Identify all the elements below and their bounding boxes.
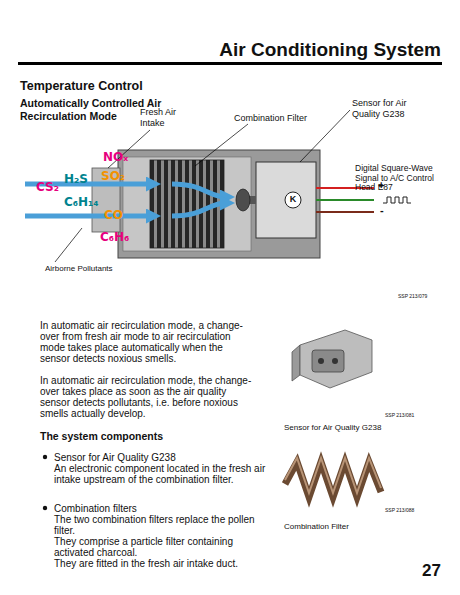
figure-code: SSP 213/079 (398, 293, 427, 299)
page-title: Air Conditioning System (219, 38, 441, 61)
pollutant-formula: H₂S (64, 172, 88, 186)
callout-label: Combination Filter (234, 113, 307, 124)
wire-negative (316, 211, 374, 213)
subheading: The system components (40, 430, 163, 443)
air-flow-arrow (172, 184, 226, 197)
callout-label: Sensor for Air Quality G238 (352, 98, 434, 119)
figure-code: SSP 213/081 (385, 412, 414, 418)
leader-line (55, 228, 82, 262)
polarity-sign: + (378, 179, 384, 192)
body-text: The two combination filters replace the … (54, 514, 266, 536)
figure-caption: Sensor for Air Quality G238 (284, 423, 381, 433)
pollutant-formula: C₆H₁₄ (64, 195, 99, 209)
bullet-dot (43, 455, 47, 459)
square-wave-symbol (383, 197, 411, 203)
leader-line (195, 124, 248, 166)
sensor-photo-pin (332, 358, 338, 364)
sensor-box (256, 162, 316, 238)
filter-housing (118, 150, 320, 258)
callout-label: Fresh Air Intake (140, 107, 198, 128)
leader-line (300, 110, 350, 162)
pollutant-formula: CO (104, 208, 123, 222)
sensor-symbol: K (287, 194, 299, 205)
sensor-photo-body (300, 330, 372, 388)
callout-label: Airborne Pollutants (45, 264, 113, 274)
pollutant-formula: C₆H₆ (100, 230, 129, 244)
bullet-heading: Combination filters (54, 503, 269, 514)
sensor-photo-tab (292, 345, 300, 381)
signal-label: Digital Square-Wave Signal to A/C Contro… (355, 164, 445, 193)
bullet-heading: Sensor for Air Quality G238 (54, 452, 269, 463)
pollutant-formula: NOₓ (103, 150, 128, 164)
pollutant-formula: CS₂ (36, 180, 59, 194)
body-text: They comprise a particle filter containi… (54, 536, 266, 558)
housing-chamber (123, 157, 251, 251)
section-heading: Temperature Control (20, 79, 143, 94)
filter-photo-edge (285, 458, 381, 493)
bullet-dot (43, 506, 47, 510)
page-number: 27 (422, 561, 441, 581)
sensor-element (236, 189, 250, 211)
air-flow-arrow (25, 214, 152, 219)
sensor-photo-plug (312, 350, 344, 372)
body-text: An electronic component located in the f… (54, 463, 266, 485)
body-text: They are fitted in the fresh air intake … (54, 558, 266, 569)
wire-signal (316, 199, 374, 201)
body-text: In automatic air recirculation mode, the… (40, 375, 252, 419)
polarity-sign: - (380, 204, 384, 217)
pollutant-formula: SO₂ (101, 169, 125, 183)
figure-code: SSP 213/088 (385, 507, 414, 513)
title-rule (18, 62, 442, 65)
body-text: In automatic air recirculation mode, a c… (40, 320, 252, 364)
sensor-symbol-ring (285, 192, 301, 208)
sensor-photo-pin (318, 358, 324, 364)
figure-caption: Combination Filter (284, 522, 349, 532)
air-flow-arrow (172, 203, 226, 216)
